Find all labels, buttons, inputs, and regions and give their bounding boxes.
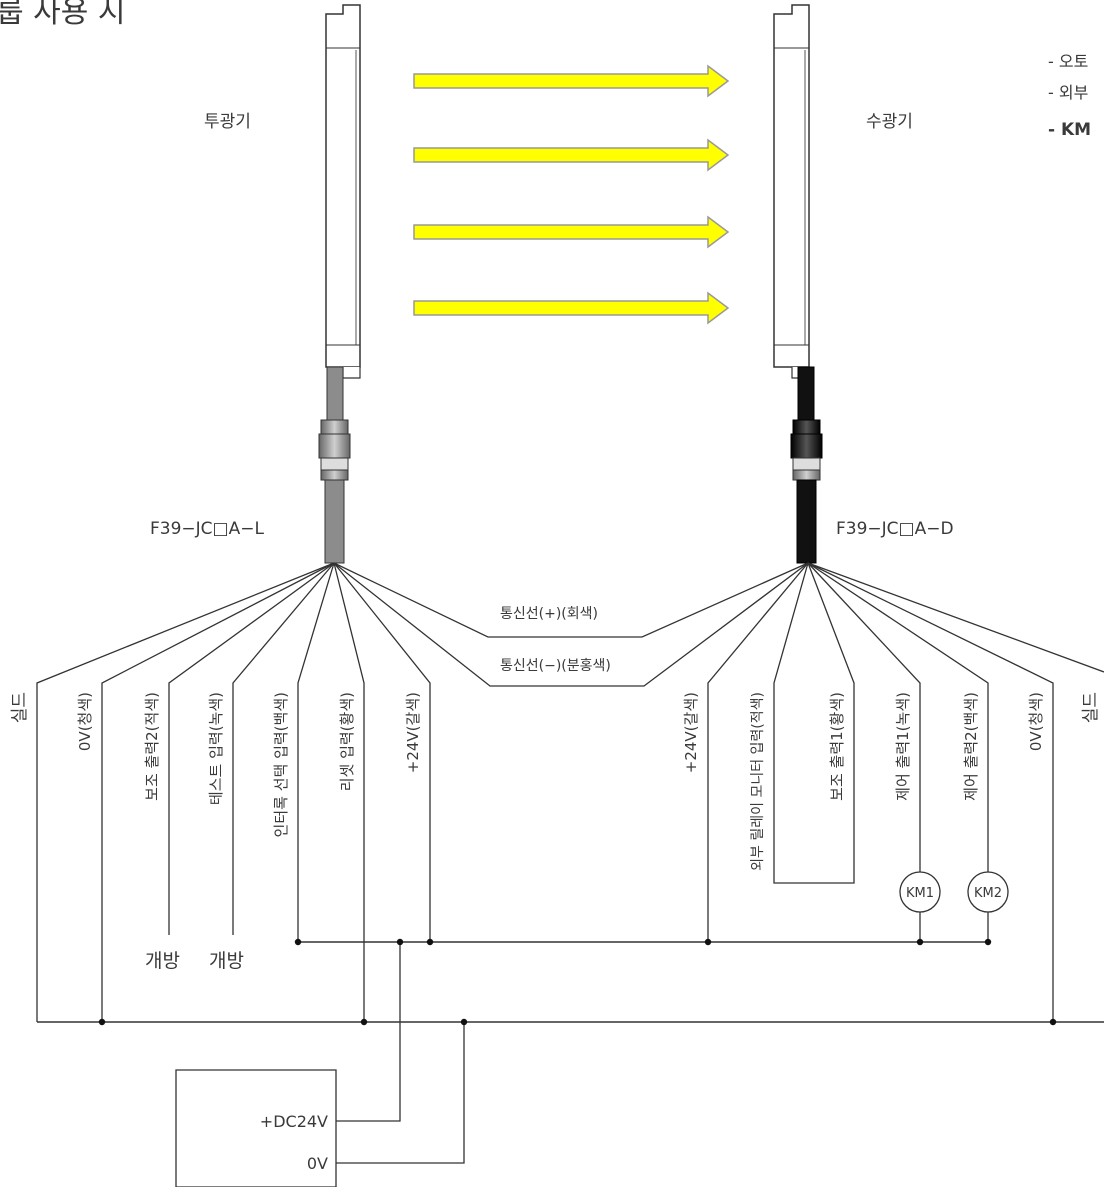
wire-label: 보조 출력2(적색) [143, 692, 161, 801]
receiver-label: 수광기 [866, 112, 913, 132]
wire-label: 테스트 입력(녹색) [207, 692, 225, 805]
supply-zero-label: 0V [307, 1154, 328, 1173]
note-2: - 외부 [1048, 83, 1088, 102]
open-label-test: 개방 [209, 950, 244, 972]
wire-label: 제어 출력2(백색) [962, 692, 980, 801]
receiver-unit [773, 4, 810, 379]
emitter-cable [318, 366, 351, 564]
supply-zero-wire [336, 1022, 465, 1164]
emitter-label: 투광기 [204, 112, 251, 132]
relay-km2: KM2 [967, 871, 1009, 913]
beam-arrow [413, 138, 730, 172]
emitter-wires [36, 562, 431, 1022]
junction-dots [98, 938, 1057, 1026]
light-beam-arrows [413, 64, 730, 325]
dc-power-supply: +DC24V 0V [175, 1069, 337, 1187]
wire-label: 실드 [1081, 692, 1101, 723]
receiver-cable [790, 366, 823, 564]
wire-label: 제어 출력1(녹색) [894, 692, 912, 801]
open-label-aux2: 개방 [145, 950, 180, 972]
relay-km2-label: KM2 [974, 886, 1002, 901]
wire-label: +24V(갈색) [404, 692, 422, 773]
comm-pos-label: 통신선(+)(회색) [500, 606, 598, 622]
wire-label: 보조 출력1(황색) [828, 692, 846, 801]
wire-label: 0V(청색) [1027, 692, 1045, 751]
note-1: - 오토 [1048, 52, 1088, 71]
beam-arrow [413, 64, 730, 98]
receiver-wire-labels: +24V(갈색) 외부 릴레이 모니터 입력(적색) 보조 출력1(황색) 제어… [682, 692, 1101, 871]
relay-km1-label: KM1 [906, 886, 934, 901]
comm-neg-label: 통신선(−)(분홍색) [500, 658, 611, 674]
supply-positive-label: +DC24V [260, 1112, 328, 1131]
emitter-cable-label: F39−JC□A−L [150, 519, 264, 539]
supply-positive-wire [336, 942, 401, 1122]
comm-line-negative [333, 562, 809, 687]
wire-label: +24V(갈색) [682, 692, 700, 773]
wire-label: 리셋 입력(황색) [338, 692, 356, 791]
note-3: - KM [1048, 120, 1091, 140]
wire-label: 0V(청색) [76, 692, 94, 751]
emitter-wire-labels: 실드 0V(청색) 보조 출력2(적색) 테스트 입력(녹색) 인터록 선택 입… [10, 692, 422, 837]
title-fragment: 룹 사용 시 [0, 0, 125, 30]
comm-line-positive [333, 562, 809, 638]
wire-label: 인터록 선택 입력(백색) [272, 692, 290, 837]
wire-label: 실드 [10, 692, 30, 723]
beam-arrow [413, 291, 730, 325]
receiver-wires [707, 562, 1104, 1022]
receiver-cable-label: F39−JC□A−D [836, 519, 954, 539]
emitter-unit [325, 4, 361, 379]
beam-arrow [413, 215, 730, 249]
wire-label: 외부 릴레이 모니터 입력(적색) [750, 692, 766, 871]
relay-km1: KM1 [899, 871, 941, 913]
